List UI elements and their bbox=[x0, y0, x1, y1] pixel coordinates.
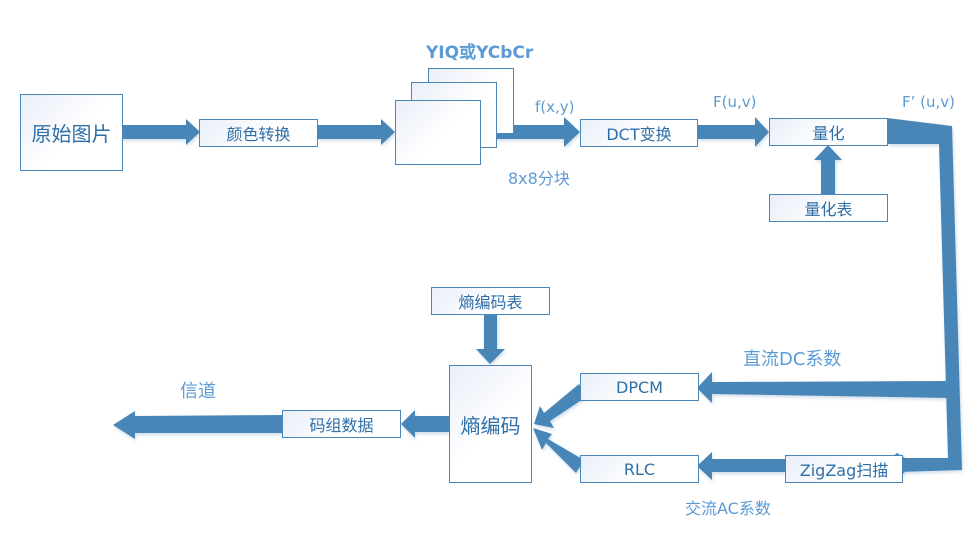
entropy-table-box: 熵编码表 bbox=[431, 287, 550, 315]
arrow-color-to-blocks bbox=[317, 119, 395, 145]
dc-coeff-label: 直流DC系数 bbox=[743, 349, 842, 370]
fprime-uv-label: F’ (u,v) bbox=[902, 93, 956, 111]
entropy-coding-box: 熵编码 bbox=[449, 365, 532, 483]
arrow-quantize-down bbox=[887, 118, 962, 472]
color-space-label: YIQ或YCbCr bbox=[426, 43, 534, 63]
arrow-rlc-to-entropy bbox=[533, 428, 584, 473]
quant-table-box: 量化表 bbox=[769, 194, 888, 222]
color-convert-box: 颜色转换 bbox=[199, 119, 318, 147]
arrow-blocks-to-dct bbox=[480, 117, 580, 147]
block-split-label: 8x8分块 bbox=[508, 169, 570, 188]
fuv-label: F(u,v) bbox=[713, 93, 757, 111]
arrow-entropy-to-data bbox=[401, 410, 449, 438]
arrow-zigzag-to-rlc bbox=[697, 452, 785, 480]
fxy-label: f(x,y) bbox=[535, 98, 575, 116]
dct-box: DCT变换 bbox=[580, 119, 698, 147]
dpcm-box: DPCM bbox=[580, 373, 699, 401]
code-data-box: 码组数据 bbox=[282, 410, 401, 438]
channel-label: 信道 bbox=[180, 381, 216, 402]
arrow-table-to-entropy bbox=[476, 313, 505, 364]
ac-coeff-label: 交流AC系数 bbox=[685, 499, 771, 518]
zigzag-box: ZigZag扫描 bbox=[785, 455, 903, 483]
arrow-dpcm-to-entropy bbox=[534, 384, 586, 428]
block-layer-front bbox=[395, 100, 481, 165]
quantize-box: 量化 bbox=[769, 118, 888, 146]
arrow-image-to-color bbox=[122, 119, 200, 145]
arrow-dc-to-dpcm bbox=[697, 372, 952, 403]
arrow-table-to-quantize bbox=[814, 145, 842, 195]
rlc-box: RLC bbox=[580, 455, 699, 483]
arrow-data-to-channel bbox=[113, 411, 283, 439]
arrow-dct-to-quantize bbox=[697, 117, 769, 147]
original-image-box: 原始图片 bbox=[20, 94, 123, 171]
